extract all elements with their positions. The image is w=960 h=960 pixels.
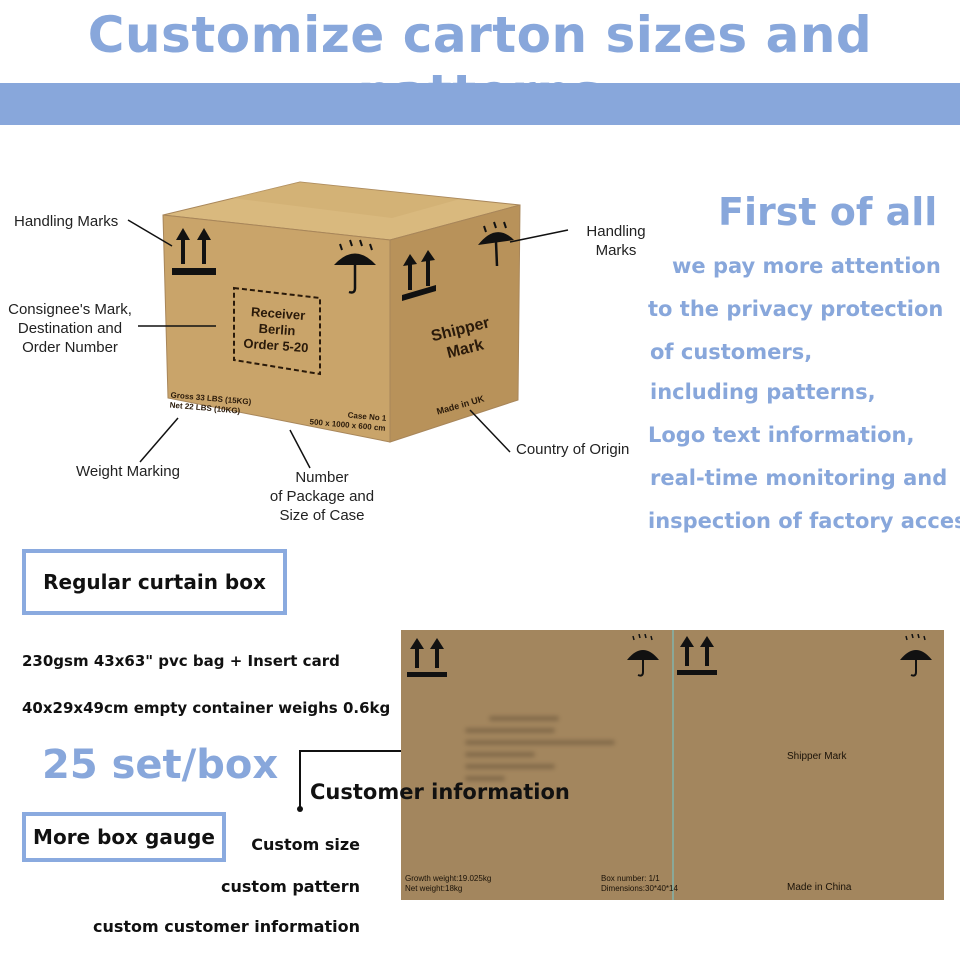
- callout-package-line3: Size of Case: [279, 507, 365, 524]
- customer-info-connector: [297, 750, 412, 812]
- umbrella-icon-flat-left: [627, 634, 659, 677]
- callout-country-of-origin: Country of Origin: [516, 441, 630, 458]
- callout-handling-marks-left: Handling Marks: [14, 213, 119, 230]
- custom-size-item: Custom size: [251, 835, 360, 854]
- spec-line-2: 40x29x49cm empty container weighs 0.6kg: [22, 699, 391, 717]
- header-band: [0, 83, 960, 125]
- customer-information-heading: Customer information: [310, 780, 570, 804]
- callout-consignee-line3: Order Number: [22, 339, 118, 356]
- more-box-gauge-button[interactable]: More box gauge: [22, 812, 226, 862]
- privacy-heading: First of all: [718, 190, 938, 234]
- custom-customer-info-item: custom customer information: [92, 917, 360, 936]
- privacy-line-6: real-time monitoring and: [650, 466, 948, 490]
- spec-line-1: 230gsm 43x63" pvc bag + Insert card: [22, 652, 340, 670]
- up-arrows-icon-flat-right: [677, 636, 717, 675]
- up-arrows-icon-front: [172, 228, 216, 275]
- callout-weight-marking: Weight Marking: [76, 463, 180, 480]
- callout-handling-marks-right: Handling Marks: [586, 223, 646, 259]
- box-type-label: Regular curtain box: [22, 549, 287, 615]
- umbrella-icon-flat-right: [900, 634, 932, 677]
- up-arrows-icon-side: [402, 250, 436, 301]
- box-number-text: Box number: 1/1: [601, 874, 660, 883]
- privacy-line-1: we pay more attention: [672, 254, 941, 278]
- privacy-line-5: Logo text information,: [648, 423, 915, 447]
- custom-pattern-item: custom pattern: [221, 877, 360, 896]
- callout-consignee-line2: Destination and: [17, 320, 123, 337]
- umbrella-icon-front: [334, 239, 376, 294]
- quantity-per-box: 25 set/box: [42, 742, 279, 788]
- made-in-china-text: Made in China: [787, 882, 852, 893]
- callout-consignee: Consignee's Mark, Destination and Order …: [2, 300, 138, 357]
- net-weight-text: Net weight:18kg: [405, 884, 463, 893]
- up-arrows-icon-flat-left: [407, 638, 447, 677]
- privacy-line-2: to the privacy protection: [648, 297, 944, 321]
- umbrella-icon-side: [478, 221, 514, 267]
- privacy-line-3: of customers,: [650, 340, 813, 364]
- box-dimensions-text: Dimensions:30*40*14: [601, 884, 678, 893]
- privacy-line-7: inspection of factory access: [648, 509, 960, 533]
- callout-package-line2: of Package and: [269, 488, 375, 505]
- carton-fold-line: [672, 630, 674, 900]
- growth-weight-text: Growth weight:19.025kg: [405, 874, 492, 883]
- callout-package-line1: Number: [295, 469, 349, 486]
- shipper-mark-text: Shipper Mark: [787, 751, 847, 762]
- flat-carton-print: Growth weight:19.025kg Net weight:18kg B…: [401, 630, 944, 900]
- carton-illustration: Receiver Berlin Order 5-20 Gross 33 LBS …: [0, 170, 660, 530]
- callout-consignee-line1: Consignee's Mark,: [8, 301, 132, 318]
- callout-package-number: Number of Package and Size of Case: [262, 468, 382, 525]
- privacy-line-4: including patterns,: [650, 380, 876, 404]
- carton-box-drawing: [127, 181, 569, 469]
